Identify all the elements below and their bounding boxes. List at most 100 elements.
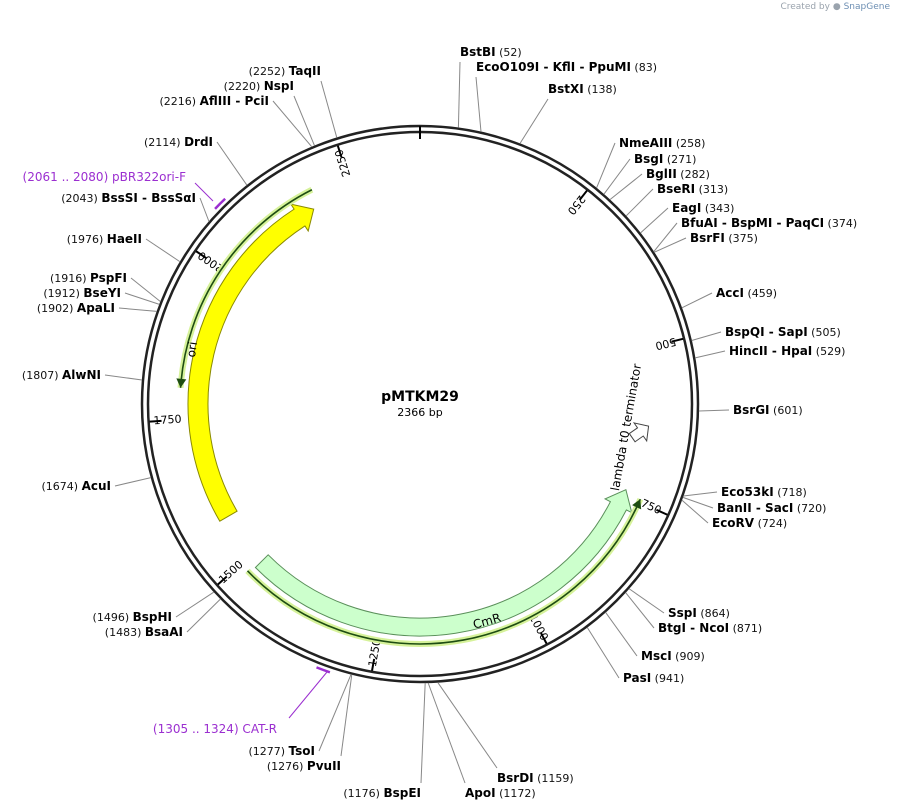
restriction-site-label[interactable]: BsgI (271) bbox=[634, 152, 696, 166]
restriction-site-label[interactable]: BsrFI (375) bbox=[690, 231, 758, 245]
cut-position: (1912) bbox=[43, 287, 83, 300]
site-leader-line bbox=[318, 674, 352, 752]
enzyme-name: TaqII bbox=[289, 64, 321, 78]
restriction-site-label[interactable]: (1176) BspEI bbox=[343, 786, 421, 800]
enzyme-name: BstXI bbox=[548, 82, 584, 96]
site-leader-line bbox=[272, 100, 313, 148]
cut-position: (343) bbox=[701, 202, 734, 215]
restriction-site-label[interactable]: (1902) ApaLI bbox=[37, 301, 115, 315]
cut-position: (1483) bbox=[105, 626, 145, 639]
ori-feature-arrow bbox=[187, 203, 315, 522]
restriction-site-label[interactable]: (1674) AcuI bbox=[42, 479, 112, 493]
restriction-site-label[interactable]: (1276) PvuII bbox=[267, 759, 341, 773]
restriction-site-label[interactable]: (2220) NspI bbox=[224, 79, 294, 93]
enzyme-name: BtgI - NcoI bbox=[658, 621, 729, 635]
restriction-site-label[interactable]: BsrGI (601) bbox=[733, 403, 803, 417]
site-leader-line bbox=[199, 197, 210, 222]
site-leader-line bbox=[640, 207, 669, 234]
cut-position: (1674) bbox=[42, 480, 82, 493]
restriction-site-label[interactable]: (1916) PspFI bbox=[50, 271, 127, 285]
restriction-site-label[interactable]: (1976) HaeII bbox=[67, 232, 142, 246]
restriction-site-label[interactable]: EcoRV (724) bbox=[712, 516, 787, 530]
restriction-site-label[interactable]: BstXI (138) bbox=[548, 82, 617, 96]
enzyme-name: PasI bbox=[623, 671, 651, 685]
enzyme-name: AcuI bbox=[82, 479, 111, 493]
scale-tick bbox=[336, 145, 343, 158]
restriction-site-label[interactable]: SspI (864) bbox=[668, 606, 730, 620]
restriction-site-label[interactable]: (2043) BssSI - BssSαI bbox=[61, 191, 196, 205]
site-leader-line bbox=[628, 588, 665, 614]
enzyme-name: AlwNI bbox=[62, 368, 101, 382]
restriction-site-label[interactable]: (1483) BsaAI bbox=[105, 625, 183, 639]
site-leader-line bbox=[653, 237, 687, 253]
site-leader-line bbox=[609, 173, 643, 201]
enzyme-name: HincII - HpaI bbox=[729, 344, 812, 358]
restriction-site-label[interactable]: MscI (909) bbox=[641, 649, 705, 663]
pbr322ori-f-primer-mark bbox=[214, 197, 226, 210]
restriction-site-label[interactable]: ApoI (1172) bbox=[465, 786, 536, 800]
restriction-site-label[interactable]: (1807) AlwNI bbox=[22, 368, 101, 382]
restriction-site-label[interactable]: EcoO109I - KflI - PpuMI (83) bbox=[476, 60, 657, 74]
restriction-site-label[interactable]: PasI (941) bbox=[623, 671, 684, 685]
restriction-site-label[interactable]: BstBI (52) bbox=[460, 45, 522, 59]
site-leader-line bbox=[681, 292, 713, 309]
restriction-site-label[interactable]: (1496) BspHI bbox=[93, 610, 172, 624]
enzyme-name: BsrFI bbox=[690, 231, 725, 245]
restriction-site-label[interactable]: HincII - HpaI (529) bbox=[729, 344, 845, 358]
pbr322ori-f-label: (2061 .. 2080) pBR322ori-F bbox=[23, 170, 187, 184]
cat-r-leader bbox=[288, 671, 328, 719]
site-leader-line bbox=[586, 627, 620, 679]
site-leader-line bbox=[145, 238, 181, 263]
restriction-site-label[interactable]: BfuAI - BspMI - PaqCI (374) bbox=[681, 216, 857, 230]
site-leader-line bbox=[603, 158, 631, 195]
cut-position: (941) bbox=[651, 672, 684, 685]
cut-position: (505) bbox=[808, 326, 841, 339]
restriction-site-label[interactable]: Eco53kI (718) bbox=[721, 485, 807, 499]
restriction-site-label[interactable]: BglII (282) bbox=[646, 167, 710, 181]
restriction-site-label[interactable]: BtgI - NcoI (871) bbox=[658, 621, 762, 635]
enzyme-name: BsrDI bbox=[497, 771, 534, 785]
site-leader-line bbox=[216, 141, 248, 186]
site-leader-line bbox=[118, 307, 157, 312]
enzyme-name: BseYI bbox=[83, 286, 121, 300]
site-leader-line bbox=[186, 598, 221, 633]
restriction-site-label[interactable]: (2216) AflIII - PciI bbox=[160, 94, 269, 108]
enzyme-name: EcoRV bbox=[712, 516, 755, 530]
enzyme-name: Eco53kI bbox=[721, 485, 774, 499]
restriction-site-label[interactable]: (2252) TaqII bbox=[249, 64, 321, 78]
enzyme-name: BglII bbox=[646, 167, 677, 181]
cut-position: (864) bbox=[697, 607, 730, 620]
restriction-site-label[interactable]: (1277) TsoI bbox=[248, 744, 315, 758]
restriction-site-label[interactable]: AccI (459) bbox=[716, 286, 777, 300]
cmr-feature-arrow bbox=[254, 488, 633, 637]
cut-position: (313) bbox=[695, 183, 728, 196]
scale-tick-label: 1750 bbox=[153, 413, 182, 428]
cut-position: (2216) bbox=[160, 95, 200, 108]
cut-position: (258) bbox=[672, 137, 705, 150]
site-leader-line bbox=[124, 292, 160, 305]
restriction-site-label[interactable]: EagI (343) bbox=[672, 201, 734, 215]
site-leader-line bbox=[683, 491, 718, 497]
restriction-site-label[interactable]: (2114) DrdI bbox=[144, 135, 213, 149]
restriction-site-label[interactable]: BseRI (313) bbox=[657, 182, 728, 196]
restriction-site-label[interactable]: BspQI - SapI (505) bbox=[725, 325, 841, 339]
cut-position: (718) bbox=[774, 486, 807, 499]
cut-position: (724) bbox=[754, 517, 787, 530]
site-leader-line bbox=[437, 682, 498, 769]
site-leader-line bbox=[475, 76, 482, 132]
restriction-site-label[interactable]: BsrDI (1159) bbox=[497, 771, 574, 785]
site-leader-line bbox=[340, 674, 353, 757]
restriction-site-label[interactable]: (1912) BseYI bbox=[43, 286, 121, 300]
restriction-site-label[interactable]: NmeAIII (258) bbox=[619, 136, 705, 150]
cut-position: (871) bbox=[729, 622, 762, 635]
enzyme-name: BsaAI bbox=[145, 625, 183, 639]
cut-position: (720) bbox=[793, 502, 826, 515]
cut-position: (2043) bbox=[61, 192, 101, 205]
enzyme-name: AflIII - PciI bbox=[200, 94, 269, 108]
restriction-site-label[interactable]: BanII - SacI (720) bbox=[717, 501, 826, 515]
enzyme-name: BspHI bbox=[133, 610, 172, 624]
site-leader-line bbox=[104, 374, 143, 381]
enzyme-name: MscI bbox=[641, 649, 672, 663]
restriction-sites: BstBI (52)EcoO109I - KflI - PpuMI (83) Bs… bbox=[22, 45, 857, 800]
cut-position: (1902) bbox=[37, 302, 77, 315]
